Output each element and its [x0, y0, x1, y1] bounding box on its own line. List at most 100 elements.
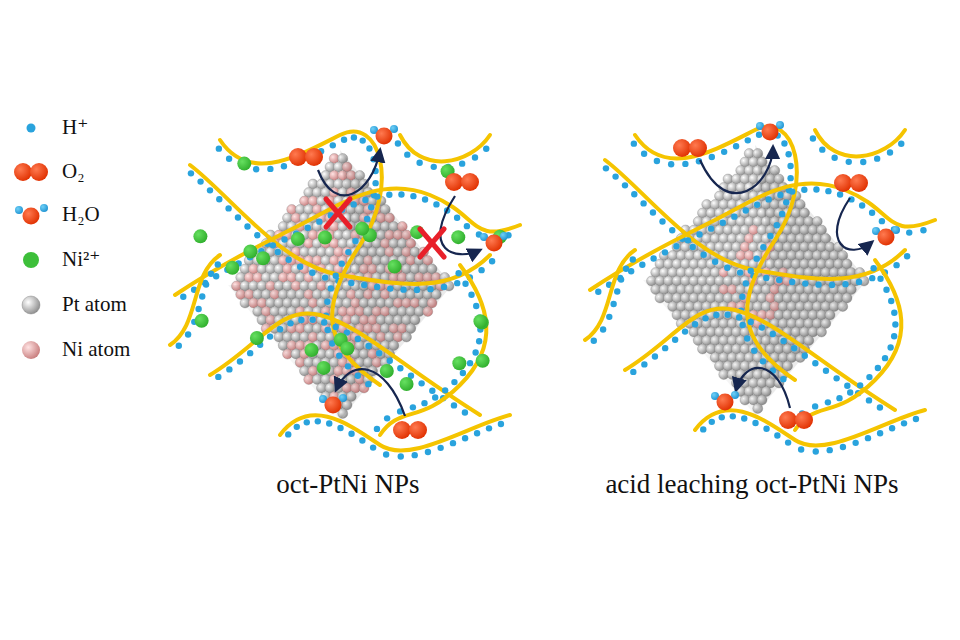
- proton-dot: [188, 170, 194, 176]
- ionomer-chain: [585, 250, 635, 340]
- octahedron-face-shade: [643, 280, 773, 415]
- proton-dot: [315, 418, 321, 424]
- legend-swatch: [23, 252, 39, 268]
- proton-dot: [364, 216, 370, 222]
- proton-dot: [887, 149, 893, 155]
- proton-dot: [298, 317, 304, 323]
- proton-dot: [650, 209, 656, 215]
- panel-caption: acid leaching oct-PtNi NPs: [605, 468, 898, 500]
- proton-dot: [787, 163, 793, 169]
- proton-dot: [180, 294, 186, 300]
- proton-dot: [798, 446, 804, 452]
- ionomer-chain: [795, 260, 901, 430]
- proton-dot: [781, 140, 787, 146]
- proton-dot: [877, 430, 883, 436]
- ionomer-chains: [585, 127, 935, 455]
- proton-dot: [464, 223, 470, 229]
- ionomer-chains: [170, 132, 520, 460]
- proton-dot: [451, 402, 457, 408]
- proton-dot: [652, 353, 658, 359]
- proton-dot: [724, 312, 730, 318]
- proton-dot: [316, 218, 322, 224]
- proton-dot: [920, 227, 926, 233]
- proton-dot: [893, 262, 899, 268]
- proton-dot: [889, 425, 895, 431]
- proton-dot: [859, 202, 865, 208]
- legend-label: Pt atom: [62, 292, 127, 317]
- oxygen-atom: [461, 173, 479, 191]
- proton-dot: [476, 338, 482, 344]
- proton-dot: [309, 270, 315, 276]
- proton-dot: [708, 225, 714, 231]
- water-molecule: [319, 394, 347, 414]
- proton-dot: [748, 268, 754, 274]
- proton-dot: [770, 331, 776, 337]
- proton-dot: [591, 338, 597, 344]
- proton-dot: [739, 294, 745, 300]
- legend-label: Ni²⁺: [62, 247, 100, 272]
- reaction-arrow: [837, 198, 872, 250]
- proton-dot: [874, 155, 880, 161]
- proton-dot: [383, 451, 389, 457]
- proton-dot: [641, 151, 647, 157]
- proton-dot: [226, 156, 232, 162]
- proton-dot: [712, 259, 718, 265]
- proton-dot: [386, 192, 392, 198]
- proton-dot: [737, 269, 743, 275]
- proton-dot: [235, 214, 241, 220]
- proton-dot: [879, 218, 885, 224]
- proton-dot: [431, 164, 437, 170]
- proton-dot: [462, 281, 468, 287]
- proton-dot: [350, 201, 356, 207]
- oxygen-molecule: [289, 148, 323, 166]
- proton-dot: [473, 303, 479, 309]
- proton-dot: [410, 193, 416, 199]
- proton-dot: [869, 210, 875, 216]
- proton-dot: [348, 431, 354, 437]
- proton-dot: [254, 232, 260, 238]
- oxygen-atom: [878, 229, 895, 246]
- proton-dot: [827, 447, 833, 453]
- proton-dot: [789, 188, 795, 194]
- proton-dot: [370, 444, 376, 450]
- proton-dot: [631, 140, 637, 146]
- proton-dot: [185, 331, 191, 337]
- proton-dot: [341, 137, 347, 143]
- octahedron-face-shade: [228, 285, 358, 420]
- proton-dot: [365, 343, 371, 349]
- proton-dot: [285, 431, 291, 437]
- proton-dot: [207, 187, 213, 193]
- proton-dot: [888, 298, 894, 304]
- proton-dot: [842, 281, 848, 287]
- proton-dot: [432, 394, 438, 400]
- proton-dot: [451, 379, 457, 385]
- proton-dot: [659, 218, 665, 224]
- proton-dot: [410, 404, 416, 410]
- hydrogen-atom: [15, 206, 23, 214]
- oxygen-atom: [689, 139, 707, 157]
- proton-dot: [275, 249, 281, 255]
- nickel-ion: [250, 331, 264, 345]
- nickel-ion: [304, 343, 318, 357]
- blocked-mark: [420, 229, 444, 257]
- proton-dot: [425, 449, 431, 455]
- proton-dot: [215, 261, 221, 267]
- proton-dot: [877, 276, 883, 282]
- proton-dot: [630, 256, 636, 262]
- proton-dot: [662, 249, 668, 255]
- proton-dot: [856, 279, 862, 285]
- proton-dot: [427, 286, 433, 292]
- proton-dot: [630, 369, 636, 375]
- proton-dot: [395, 140, 401, 146]
- nickel-ion: [452, 356, 466, 370]
- oxygen-atom: [762, 124, 779, 141]
- proton-dot: [237, 358, 243, 364]
- proton-dot: [913, 416, 919, 422]
- proton-dot: [398, 191, 404, 197]
- proton-dot: [498, 421, 504, 427]
- proton-dot: [400, 286, 406, 292]
- proton-dot: [774, 432, 780, 438]
- proton-dot: [823, 368, 829, 374]
- proton-dot: [831, 155, 837, 161]
- oxygen-molecule: [393, 421, 427, 439]
